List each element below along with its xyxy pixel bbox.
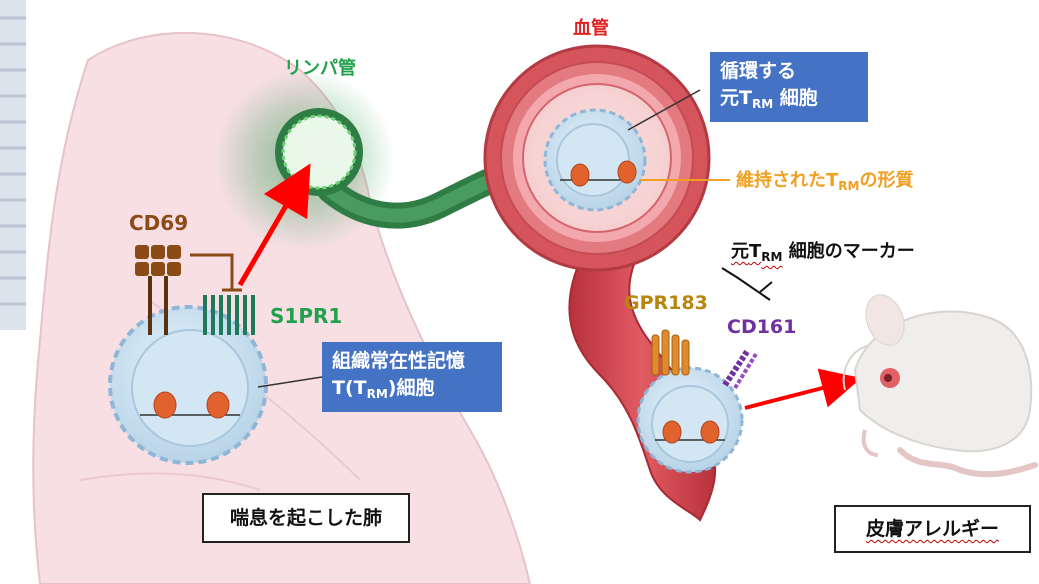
cd161-label: CD161 bbox=[727, 318, 796, 337]
skin-allergy-caption: 皮膚アレルギー bbox=[834, 505, 1031, 553]
cd69-label: CD69 bbox=[129, 213, 188, 233]
lymph-vessel bbox=[275, 108, 363, 196]
s1pr1-receptor bbox=[205, 295, 253, 335]
mouse bbox=[844, 289, 1035, 474]
skin-arrow bbox=[745, 383, 842, 408]
trm-cell-box: 組織常在性記憶 T(TRM)細胞 bbox=[322, 342, 502, 412]
circulating-cell bbox=[545, 110, 645, 210]
asthma-lung-caption: 喘息を起こした肺 bbox=[202, 493, 410, 543]
circulating-cell-box: 循環する 元TRM 細胞 bbox=[710, 52, 868, 122]
maintained-trm-label: 維持されたTRMの形質 bbox=[736, 172, 913, 192]
trm-cell bbox=[110, 307, 266, 463]
s1pr1-label: S1PR1 bbox=[270, 306, 342, 326]
cd161-receptor bbox=[725, 350, 756, 388]
lymph-vessel-label: リンパ管 bbox=[284, 60, 356, 78]
trachea bbox=[0, 0, 26, 330]
marker-label: 元TRM 細胞のマーカー bbox=[731, 243, 915, 263]
gpr183-label: GPR183 bbox=[624, 294, 708, 313]
marker-bracket bbox=[722, 268, 772, 300]
blood-vessel-label: 血管 bbox=[573, 20, 609, 38]
